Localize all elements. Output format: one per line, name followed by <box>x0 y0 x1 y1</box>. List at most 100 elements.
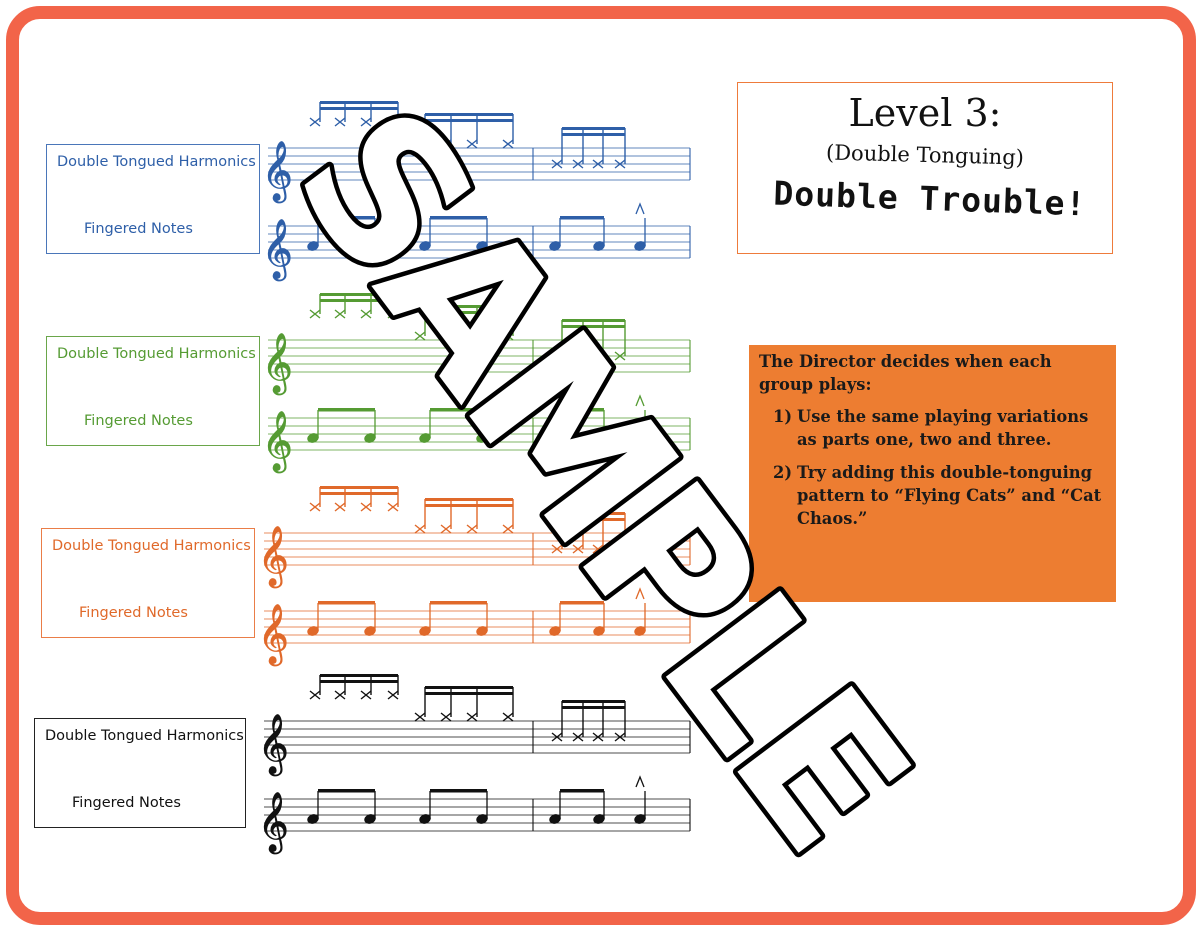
beam <box>320 299 398 302</box>
x-notehead <box>309 690 321 700</box>
harmonic-group <box>414 498 514 534</box>
info-item-number: 2) <box>773 463 793 482</box>
fingered-pair <box>549 601 605 636</box>
beam <box>562 518 625 521</box>
music-row: 𝄞𝄞 <box>262 101 691 281</box>
x-notehead <box>334 502 346 512</box>
x-notehead <box>551 544 563 554</box>
x-notehead <box>572 544 584 554</box>
accent-mark-icon <box>635 394 645 407</box>
quarter-note <box>634 394 646 443</box>
music-row: 𝄞𝄞 <box>258 674 691 854</box>
x-notehead <box>592 732 604 742</box>
beam <box>320 101 398 104</box>
x-notehead <box>309 502 321 512</box>
info-list: 1) Use the same playing variations as pa… <box>759 405 1106 530</box>
fingered-label: Fingered Notes <box>79 605 188 621</box>
fingered-label: Fingered Notes <box>84 221 193 237</box>
x-notehead <box>334 117 346 127</box>
x-notehead <box>360 502 372 512</box>
staff: 𝄞 <box>258 714 691 776</box>
beam <box>318 789 375 793</box>
info-item: 1) Use the same playing variations as pa… <box>773 405 1106 451</box>
fingered-pair <box>307 216 376 251</box>
x-notehead <box>614 351 626 361</box>
x-notehead <box>360 117 372 127</box>
label-box-orange: Double Tongued Harmonics Fingered Notes <box>41 528 255 638</box>
staff: 𝄞 <box>262 411 691 473</box>
music-row: 𝄞𝄞 <box>258 486 691 666</box>
beam <box>425 113 513 116</box>
label-box-green: Double Tongued Harmonics Fingered Notes <box>46 336 260 446</box>
treble-clef-icon: 𝄞 <box>262 411 293 473</box>
quarter-note <box>634 775 646 824</box>
treble-clef-icon: 𝄞 <box>258 526 289 588</box>
watermark-text: SAMPLE <box>252 68 948 888</box>
harmonics-label: Double Tongued Harmonics <box>45 728 244 744</box>
harmonic-group <box>414 113 514 149</box>
quarter-note <box>634 202 646 251</box>
beam <box>562 512 625 515</box>
beam <box>425 686 513 689</box>
fingered-pair <box>549 216 605 251</box>
staff: 𝄞 <box>258 526 691 588</box>
treble-clef-icon: 𝄞 <box>262 219 293 281</box>
fingered-pair <box>419 216 488 251</box>
fingered-pair <box>419 601 488 636</box>
harmonic-group <box>551 319 626 361</box>
x-notehead <box>572 159 584 169</box>
treble-clef-icon: 𝄞 <box>258 792 289 854</box>
x-notehead <box>466 524 478 534</box>
harmonic-group <box>414 305 514 341</box>
beam <box>562 127 625 130</box>
beam <box>318 216 375 220</box>
beam <box>430 601 487 605</box>
staff: 𝄞 <box>258 792 691 854</box>
x-notehead <box>334 690 346 700</box>
x-notehead <box>592 159 604 169</box>
accent-mark-icon <box>635 587 645 600</box>
beam <box>430 216 487 220</box>
beam <box>320 674 398 677</box>
x-notehead <box>592 351 604 361</box>
beam <box>562 133 625 136</box>
x-notehead <box>414 712 426 722</box>
staff: 𝄞 <box>262 141 691 203</box>
fingered-pair <box>419 789 488 824</box>
beam <box>320 293 398 296</box>
beam <box>560 789 604 793</box>
beam <box>562 706 625 709</box>
x-notehead <box>360 309 372 319</box>
x-notehead <box>614 159 626 169</box>
harmonic-group <box>309 674 399 700</box>
treble-clef-icon: 𝄞 <box>258 604 289 666</box>
x-notehead <box>614 544 626 554</box>
beam <box>560 601 604 605</box>
harmonic-group <box>309 101 399 127</box>
harmonic-group <box>414 686 514 722</box>
fingered-pair <box>307 408 376 443</box>
x-notehead <box>414 139 426 149</box>
info-intro: The Director decides when each group pla… <box>759 352 1052 394</box>
beam <box>320 486 398 489</box>
beam <box>562 319 625 322</box>
beam <box>425 119 513 122</box>
fingered-pair <box>549 789 605 824</box>
beam <box>318 601 375 605</box>
harmonic-group <box>309 293 399 319</box>
x-notehead <box>502 139 514 149</box>
harmonics-label: Double Tongued Harmonics <box>57 154 256 170</box>
harmonics-label: Double Tongued Harmonics <box>57 346 256 362</box>
x-notehead <box>551 732 563 742</box>
harmonic-group <box>309 486 399 512</box>
music-row: 𝄞𝄞 <box>262 293 691 473</box>
label-box-black: Double Tongued Harmonics Fingered Notes <box>34 718 246 828</box>
x-notehead <box>551 159 563 169</box>
harmonic-group <box>551 127 626 169</box>
beam <box>425 504 513 507</box>
fingered-label: Fingered Notes <box>84 413 193 429</box>
x-notehead <box>466 712 478 722</box>
x-notehead <box>592 544 604 554</box>
staff: 𝄞 <box>258 604 691 666</box>
